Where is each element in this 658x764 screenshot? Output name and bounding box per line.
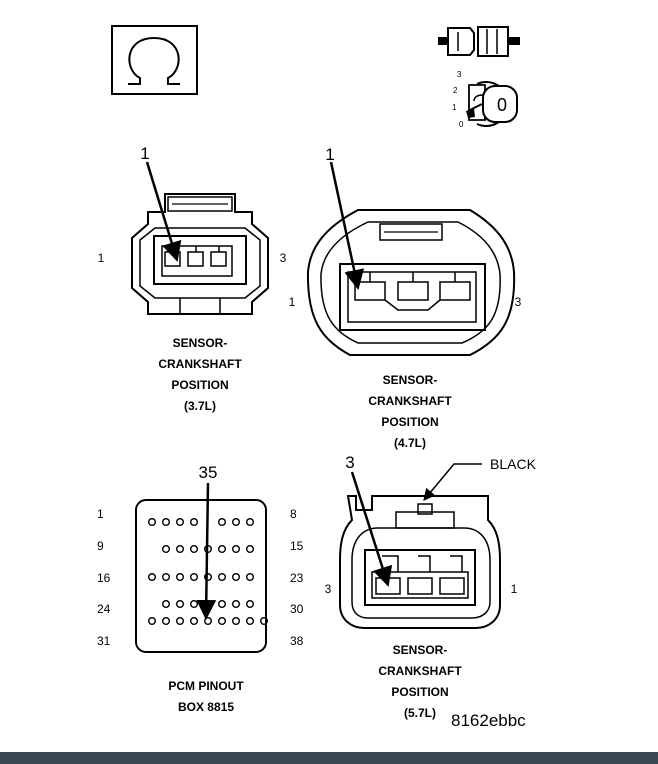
ckp-57-label: SENSOR- CRANKSHAFT POSITION (5.7L) <box>350 640 490 724</box>
ckp-47-label-line: CRANKSHAFT <box>368 394 452 408</box>
pcm-pin-hole <box>189 600 198 609</box>
ckp-47-pin-left: 1 <box>289 295 296 309</box>
pcm-pin-hole <box>147 518 156 527</box>
bottom-bar <box>0 752 658 764</box>
ckp-37-pin-right: 3 <box>280 251 287 265</box>
pcm-right-pin-30: 30 <box>290 602 304 616</box>
pcm-right-pin-38: 38 <box>290 634 304 648</box>
pcm-label-line: BOX 8815 <box>177 700 235 714</box>
pcm-left-pin-9: 9 <box>97 539 104 553</box>
ckp-57-label-line: (5.7L) <box>404 706 437 720</box>
pcm-pin-hole <box>245 545 254 554</box>
pcm-pin-hole <box>231 518 240 527</box>
pcm-left-pin-1: 1 <box>97 507 104 521</box>
pcm-pin-hole <box>189 573 198 582</box>
pcm-pin-hole <box>231 573 240 582</box>
pcm-callout-arrow <box>196 482 217 620</box>
pcm-right-pin-8: 8 <box>290 507 297 521</box>
ckp-47-label-line: SENSOR- <box>382 373 438 387</box>
ckp-37-callout: 1 <box>140 144 149 163</box>
pcm-box-outline <box>135 499 267 653</box>
pcm-pin-hole <box>175 518 184 527</box>
ckp-47-callout-arrow <box>329 161 365 290</box>
ckp-57-label-line: CRANKSHAFT <box>378 664 462 678</box>
pcm-pin-hole <box>217 617 226 626</box>
ckp-37-label-line: SENSOR- <box>172 336 228 350</box>
pcm-pin-hole <box>161 617 170 626</box>
ignition-key-position: 0 <box>497 95 507 115</box>
ckp-47-connector-drawing <box>306 209 516 356</box>
ckp-37-label: SENSOR- CRANKSHAFT POSITION (3.7L) <box>130 333 270 417</box>
ignition-scale-2: 2 <box>453 86 458 95</box>
ckp-57-callout-arrow <box>350 471 393 587</box>
ignition-scale-3: 3 <box>457 70 462 79</box>
pcm-label-line: PCM PINOUT <box>168 679 244 693</box>
ignition-key-off-icon <box>466 81 518 127</box>
pcm-pin-hole <box>245 573 254 582</box>
pcm-pin-hole <box>231 600 240 609</box>
pcm-pin-hole <box>231 545 240 554</box>
black-leader-line <box>423 463 482 501</box>
ckp-47-callout: 1 <box>325 145 334 164</box>
pcm-pin-hole <box>161 573 170 582</box>
ckp-37-pin-left: 1 <box>98 251 105 265</box>
pcm-pin-hole <box>161 600 170 609</box>
pcm-right-pin-23: 23 <box>290 571 304 585</box>
pcm-pin-hole <box>175 573 184 582</box>
ckp-57-connector-drawing <box>339 495 501 629</box>
pcm-pin-hole <box>161 518 170 527</box>
pcm-pin-hole <box>245 600 254 609</box>
pcm-left-pin-16: 16 <box>97 571 111 585</box>
pcm-pin-hole <box>217 573 226 582</box>
ohm-symbol-icon <box>111 25 198 95</box>
ckp-37-label-line: CRANKSHAFT <box>158 357 242 371</box>
pcm-pin-hole <box>147 573 156 582</box>
pcm-pin-hole <box>161 545 170 554</box>
connector-disconnect-icon <box>438 26 520 57</box>
pcm-pin-hole <box>217 518 226 527</box>
ckp-37-label-line: (3.7L) <box>183 399 216 413</box>
pcm-pin-hole <box>189 518 198 527</box>
ckp-37-label-line: POSITION <box>171 378 229 392</box>
ckp-57-pin-left: 3 <box>325 582 332 596</box>
ignition-scale-0: 0 <box>459 120 464 129</box>
pcm-pin-hole <box>175 600 184 609</box>
pcm-pin-hole <box>245 617 254 626</box>
pcm-pin-hole <box>175 617 184 626</box>
pcm-pin-hole <box>147 617 156 626</box>
ckp-37-connector-drawing <box>131 193 269 315</box>
ckp-57-label-line: POSITION <box>391 685 449 699</box>
pcm-pin-hole <box>189 617 198 626</box>
ckp-57-label-line: SENSOR- <box>392 643 448 657</box>
pcm-left-pin-24: 24 <box>97 602 111 616</box>
black-color-note: BLACK <box>490 456 537 472</box>
pcm-pin-hole <box>203 617 212 626</box>
pcm-right-pin-15: 15 <box>290 539 304 553</box>
pcm-pin-hole <box>189 545 198 554</box>
pcm-pin-hole <box>231 617 240 626</box>
ckp-37-callout-arrow <box>145 161 182 262</box>
pcm-pin-hole <box>203 573 212 582</box>
ckp-47-label: SENSOR- CRANKSHAFT POSITION (4.7L) <box>340 370 480 454</box>
pcm-pin-hole <box>260 617 269 626</box>
pcm-pin-hole <box>217 600 226 609</box>
pcm-left-pin-31: 31 <box>97 634 111 648</box>
ckp-57-callout: 3 <box>345 453 354 472</box>
pcm-pin-hole <box>217 545 226 554</box>
ckp-47-label-line: POSITION <box>381 415 439 429</box>
pcm-label: PCM PINOUT BOX 8815 <box>136 676 276 718</box>
ckp-47-pin-right: 3 <box>515 295 522 309</box>
pcm-callout: 35 <box>199 463 218 482</box>
ckp-57-pin-right: 1 <box>511 582 518 596</box>
figure-id: 8162ebbc <box>451 711 526 730</box>
ignition-scale-1: 1 <box>452 103 457 112</box>
pcm-pin-hole <box>245 518 254 527</box>
pcm-pin-hole <box>175 545 184 554</box>
ckp-47-label-line: (4.7L) <box>393 436 426 450</box>
